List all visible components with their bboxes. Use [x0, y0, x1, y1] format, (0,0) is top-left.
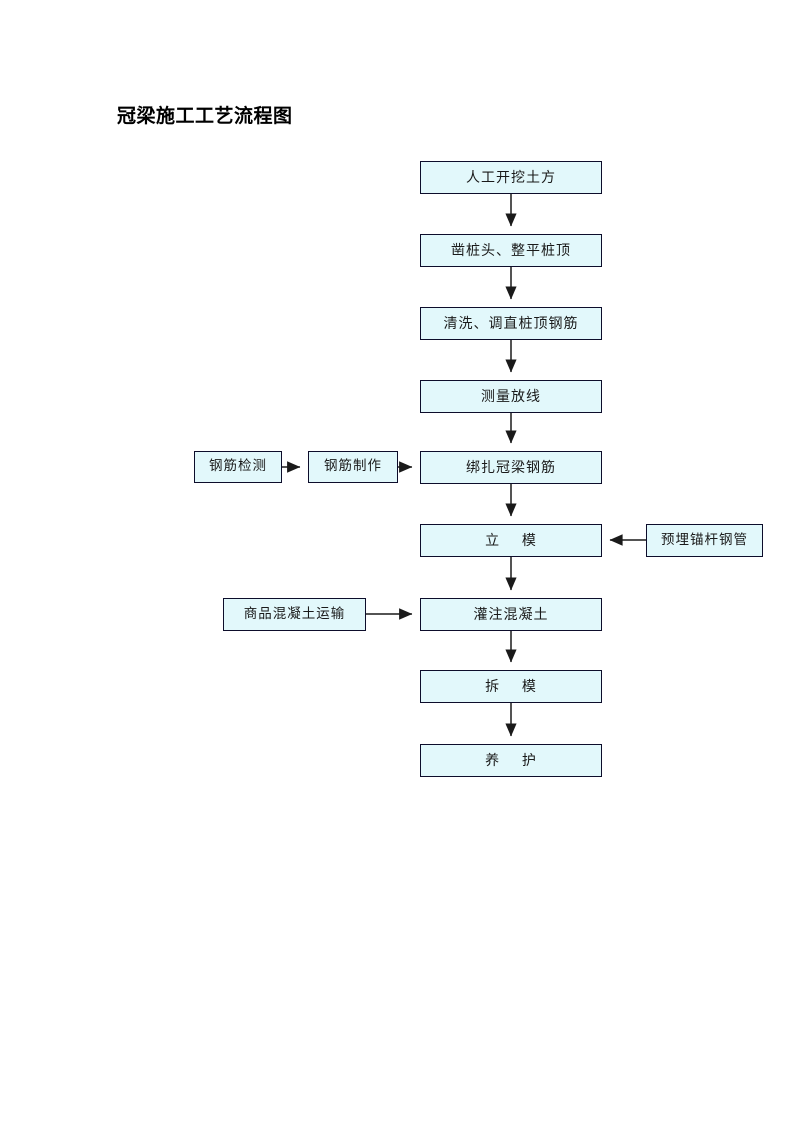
flow-node-embedded-anchor-pipe[interactable]: 预埋锚杆钢管 — [646, 524, 763, 557]
flow-node-chisel-pile-head[interactable]: 凿桩头、整平桩顶 — [420, 234, 602, 267]
flow-node-erect-formwork[interactable]: 立 模 — [420, 524, 602, 557]
flow-node-ready-mix-concrete-transport[interactable]: 商品混凝土运输 — [223, 598, 366, 631]
flow-node-strip-formwork[interactable]: 拆 模 — [420, 670, 602, 703]
flow-node-survey-setout[interactable]: 测量放线 — [420, 380, 602, 413]
flow-node-manual-excavation[interactable]: 人工开挖土方 — [420, 161, 602, 194]
flow-node-rebar-fabrication[interactable]: 钢筋制作 — [308, 451, 398, 483]
flow-node-pour-concrete[interactable]: 灌注混凝土 — [420, 598, 602, 631]
flow-node-tie-capping-beam-rebar[interactable]: 绑扎冠梁钢筋 — [420, 451, 602, 484]
page-title: 冠梁施工工艺流程图 — [117, 105, 293, 127]
flow-node-curing[interactable]: 养 护 — [420, 744, 602, 777]
flow-node-clean-straighten-rebar[interactable]: 清洗、调直桩顶钢筋 — [420, 307, 602, 340]
flow-node-rebar-inspection[interactable]: 钢筋检测 — [194, 451, 282, 483]
